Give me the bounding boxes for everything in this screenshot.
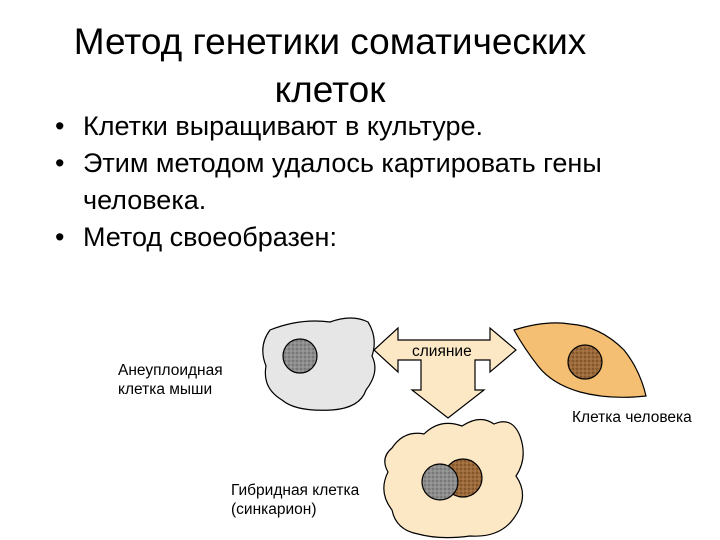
fusion-label: слияние bbox=[412, 343, 472, 360]
mouse-cell-label-line-1: Анеуплоидная bbox=[118, 362, 223, 379]
hybrid-cell-label-line-2: (синкарион) bbox=[231, 501, 317, 518]
human-cell-label: Клетка человека bbox=[572, 409, 692, 426]
slide-title: Метод генетики соматических клеток bbox=[20, 18, 640, 114]
hybrid-cell-label: Гибридная клетка (синкарион) bbox=[231, 481, 359, 519]
mouse-cell-label: Анеуплоидная клетка мыши bbox=[118, 361, 223, 399]
human-nucleus bbox=[567, 344, 603, 380]
bullet-item: • Этим методом удалось картировать гены … bbox=[55, 145, 695, 219]
cell-fusion-diagram bbox=[262, 317, 647, 539]
mouse-cell-label-line-2: клетка мыши bbox=[118, 381, 213, 398]
hybrid-cell-label-line-1: Гибридная клетка bbox=[231, 482, 360, 499]
bullet-text: Этим методом удалось картировать гены че… bbox=[83, 148, 602, 215]
bullet-marker: • bbox=[55, 111, 65, 141]
bullet-list: • Клетки выращивают в культуре. • Этим м… bbox=[55, 108, 695, 256]
title-line-2: клеток bbox=[274, 69, 386, 110]
mouse-cell bbox=[262, 317, 376, 411]
hybrid-nucleus-mouse bbox=[421, 463, 459, 501]
title-line-1: Метод генетики соматических bbox=[73, 21, 587, 62]
bullet-text: Метод своеобразен: bbox=[83, 222, 337, 252]
bullet-marker: • bbox=[55, 148, 65, 178]
bullet-item: • Клетки выращивают в культуре. bbox=[55, 108, 695, 145]
bullet-marker: • bbox=[55, 222, 65, 252]
bullet-item: • Метод своеобразен: bbox=[55, 219, 695, 256]
mouse-nucleus bbox=[282, 338, 318, 374]
bullet-text: Клетки выращивают в культуре. bbox=[83, 111, 484, 141]
fusion-arrow bbox=[373, 326, 517, 419]
